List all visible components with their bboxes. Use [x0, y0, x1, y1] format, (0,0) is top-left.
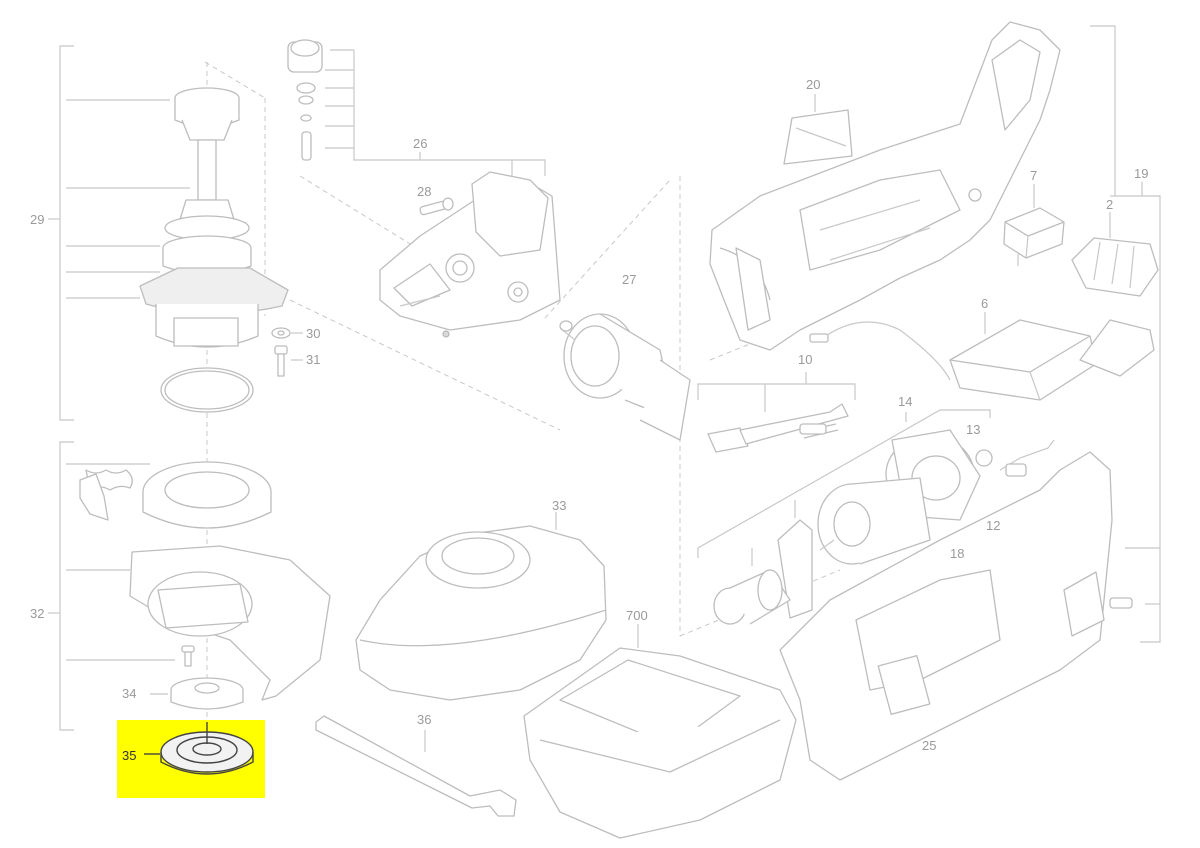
callout-labels: 29 26 28 27 30 31 20 19 7 2 6 10 14 13 1… [30, 77, 1148, 763]
bracket-19 [1090, 25, 1161, 643]
callout-12: 12 [986, 518, 1000, 533]
callout-25: 25 [922, 738, 936, 753]
callout-36: 36 [417, 712, 431, 727]
callout-31: 31 [306, 352, 320, 367]
label-20 [783, 94, 853, 165]
callout-32: 32 [30, 606, 44, 621]
fan-baffle [713, 519, 813, 625]
motor-brushes-13 [975, 439, 1055, 477]
bracket-29 [48, 45, 190, 421]
callout-27: 27 [622, 272, 636, 287]
callout-26: 26 [413, 136, 427, 151]
bracket-14 [697, 409, 991, 566]
switch-rod-10 [707, 403, 849, 453]
callout-33: 33 [552, 498, 566, 513]
callout-700: 700 [626, 608, 648, 623]
callout-28: 28 [417, 184, 431, 199]
callout-29: 29 [30, 212, 44, 227]
bracket-26 [325, 49, 546, 178]
armature-18 [817, 477, 931, 565]
clamping-ring [142, 461, 272, 529]
dust-guard-33 [355, 512, 607, 701]
washer-30 [271, 327, 303, 339]
housing-19 [709, 21, 1061, 351]
highlighted-part-35 [117, 720, 265, 798]
gear-head-26 [287, 39, 561, 338]
spindle-assembly [139, 87, 289, 413]
battery-pack-700 [523, 624, 797, 839]
bracket-10 [697, 372, 856, 412]
callout-13: 13 [966, 422, 980, 437]
callout-35: 35 [122, 748, 136, 763]
callout-10: 10 [798, 352, 812, 367]
screw-31 [274, 345, 303, 377]
electronics-module-6 [809, 312, 1155, 401]
callout-30: 30 [306, 326, 320, 341]
armature-27 [559, 313, 691, 441]
callout-34: 34 [122, 686, 136, 701]
callout-6: 6 [981, 296, 988, 311]
bracket-32 [48, 441, 175, 731]
callout-19: 19 [1134, 166, 1148, 181]
callout-7: 7 [1030, 168, 1037, 183]
callout-20: 20 [806, 77, 820, 92]
callout-2: 2 [1106, 197, 1113, 212]
spanner-36 [315, 715, 517, 817]
callout-14: 14 [898, 394, 912, 409]
battery-terminal-2 [1071, 212, 1159, 297]
guard-screw [181, 645, 195, 667]
flange-nut-34 [150, 677, 244, 710]
wheel-guard [129, 545, 331, 701]
motor-housing-25 [779, 451, 1133, 781]
switch-7 [1003, 184, 1065, 266]
callout-18: 18 [950, 546, 964, 561]
lock-spring-32 [79, 469, 133, 521]
screw-28 [419, 197, 454, 216]
